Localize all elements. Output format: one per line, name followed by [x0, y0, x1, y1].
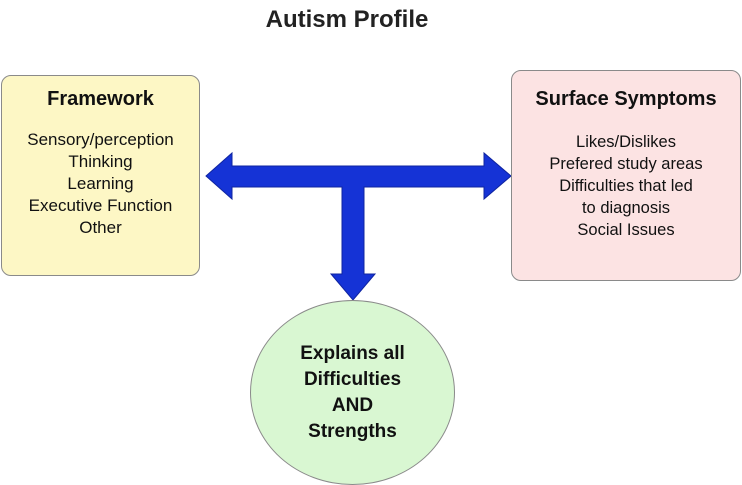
surface-symptoms-box: Surface Symptoms Likes/Dislikes Prefered… [511, 70, 741, 281]
surface-symptoms-item: to diagnosis [581, 199, 671, 217]
t-arrow-shape [205, 151, 512, 301]
explains-text: Explains all Difficulties AND Strengths [273, 341, 433, 445]
framework-item: Thinking [68, 152, 133, 171]
explains-line: Difficulties [303, 369, 402, 390]
surface-symptoms-heading: Surface Symptoms [535, 88, 717, 110]
framework-box: Framework Sensory/perception Thinking Le… [1, 75, 200, 276]
framework-item: Learning [67, 174, 134, 193]
surface-symptoms-item: Likes/Dislikes [576, 133, 676, 151]
framework-item: Other [79, 218, 122, 237]
surface-symptoms-list: Likes/Dislikes Prefered study areas Diff… [512, 131, 740, 241]
explains-circle: Explains all Difficulties AND Strengths [250, 300, 455, 485]
surface-symptoms-item: Prefered study areas [549, 155, 703, 173]
diagram-title: Autism Profile [265, 6, 429, 33]
explains-line: Strengths [308, 421, 397, 442]
framework-item: Sensory/perception [27, 130, 174, 149]
framework-list: Sensory/perception Thinking Learning Exe… [2, 129, 199, 239]
surface-symptoms-item: Difficulties that led [559, 177, 693, 195]
explains-line: AND [331, 395, 374, 416]
surface-symptoms-item: Social Issues [577, 221, 675, 239]
framework-heading: Framework [47, 88, 154, 110]
framework-item: Executive Function [28, 196, 173, 215]
explains-line: Explains all [300, 343, 405, 364]
